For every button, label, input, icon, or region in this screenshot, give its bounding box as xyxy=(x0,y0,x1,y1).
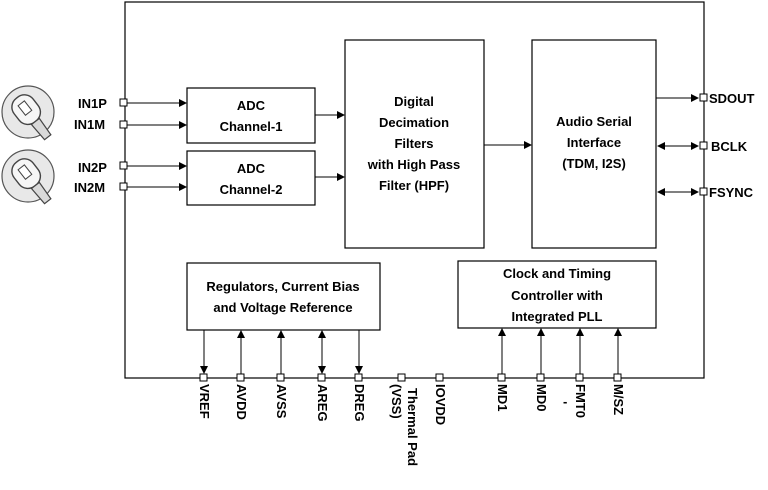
pin-in1p xyxy=(119,98,128,107)
pin-label-in1p: IN1P xyxy=(78,96,107,111)
filters-line-5: Filter (HPF) xyxy=(379,178,449,193)
filters-line-1: Digital xyxy=(394,94,434,109)
clock-line-1: Clock and Timing xyxy=(503,266,611,281)
pin-bclk xyxy=(699,141,708,150)
pin-fsync xyxy=(699,187,708,196)
adc2-line-1: ADC xyxy=(237,161,266,176)
pin-msz xyxy=(613,373,622,382)
pin-md0 xyxy=(536,373,545,382)
pin-label-fmt0: FMT0 xyxy=(573,384,588,418)
regulators-line-1: Regulators, Current Bias xyxy=(206,279,359,294)
adc-channel-2-block xyxy=(186,150,316,206)
adc1-line-1: ADC xyxy=(237,98,266,113)
pin-fmt0 xyxy=(575,373,584,382)
pin-label-sdout: SDOUT xyxy=(709,91,755,106)
pin-in1m xyxy=(119,120,128,129)
audio-serial-interface-block xyxy=(531,39,657,249)
pin-label-thermal-vss: (VSS) xyxy=(389,384,404,419)
pin-label-msz: M/SZ xyxy=(611,384,626,415)
regulators-block xyxy=(186,262,381,331)
pin-in2p xyxy=(119,161,128,170)
pin-label-dreg: DREG xyxy=(352,384,367,422)
regulators-line-2: and Voltage Reference xyxy=(213,300,352,315)
adc-channel-1-block xyxy=(186,87,316,144)
pin-label-iovdd: IOVDD xyxy=(433,384,448,425)
clock-line-2: Controller with xyxy=(511,288,603,303)
pin-md1 xyxy=(497,373,506,382)
fmt0-overbar-dash: - xyxy=(563,394,567,409)
pin-dreg xyxy=(354,373,363,382)
adc2-line-2: Channel-2 xyxy=(220,182,283,197)
pin-label-areg: AREG xyxy=(315,384,330,422)
pin-in2m xyxy=(119,182,128,191)
serial-line-3: (TDM, I2S) xyxy=(562,156,626,171)
pin-label-thermal-pad: Thermal Pad xyxy=(405,388,420,466)
clock-timing-block xyxy=(457,260,657,329)
pin-label-avdd: AVDD xyxy=(234,384,249,420)
microphone-icon-1 xyxy=(1,85,55,141)
pin-label-md0: MD0 xyxy=(534,384,549,411)
pin-avss xyxy=(276,373,285,382)
pin-areg xyxy=(317,373,326,382)
decimation-filters-block xyxy=(344,39,485,249)
pin-label-in2p: IN2P xyxy=(78,160,107,175)
clock-line-3: Integrated PLL xyxy=(511,309,602,324)
filters-line-4: with High Pass xyxy=(367,157,460,172)
pin-sdout xyxy=(699,93,708,102)
filters-line-2: Decimation xyxy=(379,115,449,130)
pin-label-fsync: FSYNC xyxy=(709,185,754,200)
microphone-icon-2 xyxy=(1,149,55,205)
serial-line-1: Audio Serial xyxy=(556,114,632,129)
pin-avdd xyxy=(236,373,245,382)
pin-label-avss: AVSS xyxy=(274,384,289,419)
adc1-line-2: Channel-1 xyxy=(220,119,283,134)
pin-label-md1: MD1 xyxy=(495,384,510,411)
pin-label-vref: VREF xyxy=(197,384,212,419)
pin-label-in1m: IN1M xyxy=(74,117,105,132)
filters-line-3: Filters xyxy=(394,136,433,151)
pin-label-bclk: BCLK xyxy=(711,139,748,154)
serial-line-2: Interface xyxy=(567,135,621,150)
pin-vref xyxy=(199,373,208,382)
pin-thermal-pad xyxy=(397,373,406,382)
pin-label-in2m: IN2M xyxy=(74,180,105,195)
pin-iovdd xyxy=(435,373,444,382)
